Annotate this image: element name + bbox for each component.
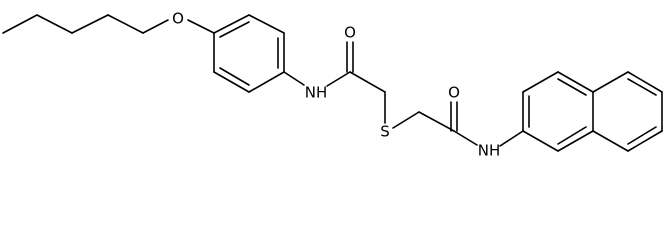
amide1-nitrogen-label: NH: [305, 84, 328, 102]
structure-diagram: O NH O S O NH: [2, 10, 663, 160]
bond: [592, 71, 629, 93]
bond: [142, 19, 169, 34]
pentyl-chain: [2, 14, 169, 34]
bond: [248, 71, 285, 93]
amide1-oxygen-label: O: [344, 24, 356, 42]
bond: [283, 71, 305, 86]
bond: [187, 19, 215, 34]
bond: [627, 78, 657, 96]
bond: [453, 130, 478, 146]
bond: [627, 126, 657, 145]
bond: [219, 67, 250, 86]
bond: [326, 71, 351, 87]
bond: [418, 111, 455, 132]
bond: [392, 111, 420, 129]
bond: [557, 71, 594, 93]
bond: [2, 14, 38, 34]
bond: [627, 130, 663, 152]
ether-oxygen-label: O: [172, 10, 184, 28]
bond: [71, 14, 109, 34]
molecule-structure-svg: O NH O S O NH: [2, 10, 663, 160]
bond: [592, 130, 629, 152]
bond: [499, 130, 524, 147]
bond: [522, 130, 559, 152]
sulfur-label: S: [380, 123, 390, 141]
bond: [349, 71, 386, 93]
bond: [627, 71, 663, 93]
amide2-oxygen-label: O: [448, 84, 460, 102]
naphthalene-ring: [522, 71, 663, 152]
bond: [557, 126, 587, 145]
bond: [219, 21, 250, 38]
bond: [36, 14, 73, 34]
bond: [557, 130, 594, 152]
amide2-nitrogen-label: NH: [478, 142, 501, 160]
bond: [248, 14, 285, 34]
bond: [522, 71, 559, 93]
phenyl-ring: [213, 14, 285, 93]
bond: [557, 78, 587, 96]
bond: [107, 14, 144, 34]
bond: [213, 71, 250, 93]
bond: [213, 14, 250, 34]
